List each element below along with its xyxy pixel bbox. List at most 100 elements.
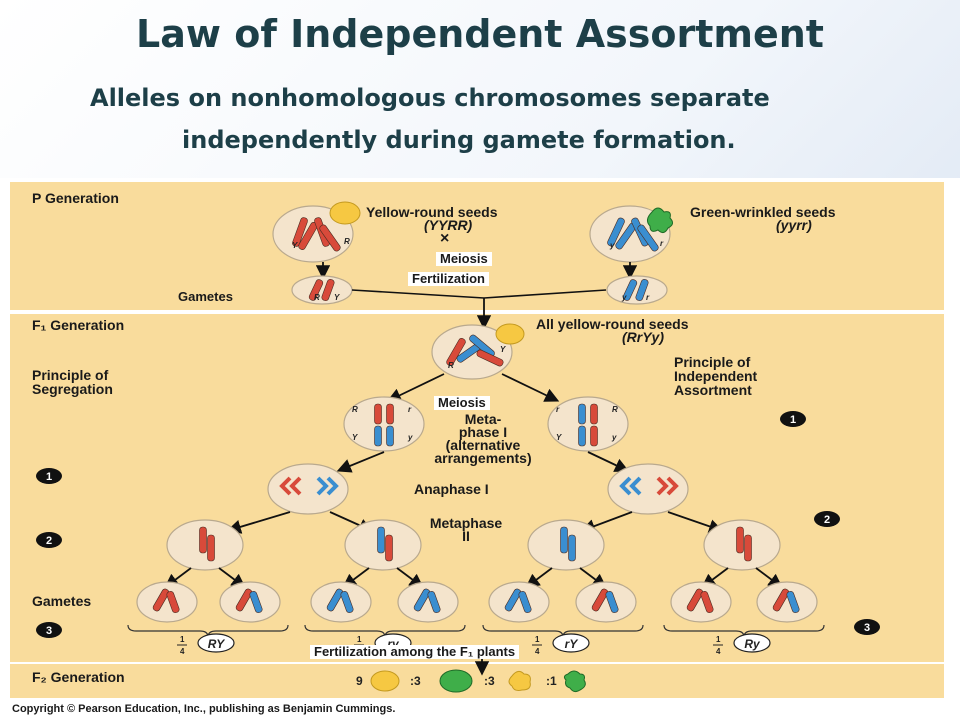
chromosome (152, 588, 170, 612)
cell-metaphase1-right (547, 396, 629, 452)
chromosome (560, 526, 568, 554)
arrow-m2-left-3 (525, 567, 553, 589)
parent1-genotype: (YYRR) (424, 217, 473, 233)
chromosome (622, 279, 638, 301)
chromosome (386, 425, 394, 447)
allele-label: y (611, 433, 617, 442)
step-badge (854, 619, 880, 635)
chromosome (386, 403, 394, 425)
chromosome (637, 224, 659, 252)
fraction-denominator: 4 (180, 647, 185, 656)
chromosome (427, 591, 441, 613)
metaphase1-line-1: Meta- (464, 411, 502, 427)
slide-title: Law of Independent Assortment (136, 12, 824, 56)
allele-label: R (344, 237, 350, 246)
chromosome-pair (316, 476, 339, 496)
fraction-denominator: 4 (535, 647, 540, 656)
chromosome (686, 588, 704, 612)
allele-label: Y (334, 293, 340, 302)
f2-yellow-wrinkled-seed (508, 670, 531, 691)
chromosome (292, 217, 308, 247)
metaphase1-line-3: (alternative (445, 437, 521, 453)
allele-label: y (609, 241, 615, 250)
allele-label: Y (556, 433, 562, 442)
step-badge-number: 2 (46, 535, 52, 547)
fertilization-label-p: Fertilization (408, 272, 489, 286)
metaphase2-line-1: Metaphase (429, 515, 503, 531)
gamete-p-2 (606, 275, 668, 305)
f2-ratio-part: :3 (484, 674, 495, 688)
metaphase1-line-4: arrangements) (434, 450, 532, 466)
chromosome (591, 588, 609, 612)
allele-label: r (646, 293, 650, 302)
allele-label: r (408, 405, 412, 414)
fraction-numerator: 1 (716, 635, 721, 644)
independent-line-1: Principle of (674, 354, 751, 370)
step-badge (36, 622, 62, 638)
gamete-type-oval (197, 633, 235, 653)
step-badge (36, 468, 62, 484)
chromosome (374, 403, 382, 425)
chromosome (235, 588, 253, 612)
gamete-type-label: Ry (744, 637, 761, 651)
green-wrinkled-seed (646, 207, 674, 234)
chromosome (504, 588, 522, 612)
p-generation-heading: P Generation (32, 190, 119, 206)
arrow-f1-left (386, 373, 445, 402)
metaphase2-line-2: II (462, 528, 470, 544)
gamete-f1-7 (670, 581, 732, 623)
yellow-round-seed (329, 201, 361, 225)
f1-generation-heading: F₁ Generation (32, 317, 125, 333)
chromosome (605, 591, 619, 613)
chromosome (321, 279, 335, 301)
step-badge (814, 511, 840, 527)
gametes-label-p: Gametes (178, 289, 233, 304)
chromosome (340, 591, 354, 613)
chromosome (207, 534, 215, 562)
gamete-f1-8 (756, 581, 818, 623)
independent-line-2: Independent (674, 368, 758, 384)
arrow-ana-1 (226, 511, 291, 534)
gamete-f1-3 (310, 581, 372, 623)
fraction-numerator: 1 (180, 635, 185, 644)
chromosome (607, 217, 625, 247)
cross-symbol: × (440, 230, 450, 247)
gamete-f1-6 (575, 581, 637, 623)
fraction-numerator: 1 (535, 635, 540, 644)
chromosome (326, 588, 344, 612)
chromosome (476, 349, 504, 367)
f2-generation-heading: F₂ Generation (32, 669, 125, 685)
step-badge-number: 3 (46, 625, 52, 637)
chromosome (590, 403, 598, 425)
gamete-type-oval (552, 633, 590, 653)
chromosome (772, 588, 790, 612)
chromosome (374, 425, 382, 447)
chromosome (786, 591, 800, 613)
step-badge (780, 411, 806, 427)
chromosome (308, 279, 324, 301)
allele-label: R (314, 293, 320, 302)
step-badge (36, 532, 62, 548)
gamete-p-1 (291, 275, 353, 305)
subtitle-line-2: independently during gamete formation. (182, 126, 736, 154)
segregation-line-1: Principle of (32, 367, 109, 383)
arrow-ma1-left (336, 451, 385, 473)
copyright-text: Copyright © Pearson Education, Inc., pub… (12, 703, 396, 715)
fraction-denominator: 4 (716, 647, 721, 656)
chromosome (377, 526, 385, 554)
chromosome (385, 534, 393, 562)
chromosome (578, 403, 586, 425)
arrow-f1-right (501, 373, 560, 402)
allele-label: R (612, 405, 618, 414)
f2-ratio-part: :1 (546, 674, 557, 688)
allele-label: R (448, 361, 454, 370)
cell-anaphase1-right (607, 463, 689, 515)
chromosome-pair (656, 476, 679, 496)
chromosome (319, 224, 341, 252)
fraction-numerator: 1 (357, 635, 362, 644)
meiosis-label-p: Meiosis (436, 252, 492, 266)
chromosome (446, 338, 466, 366)
parent2-genotype: (yyrr) (776, 217, 812, 233)
gamete-f1-1 (136, 581, 198, 623)
gamete-f1-5 (488, 581, 550, 623)
